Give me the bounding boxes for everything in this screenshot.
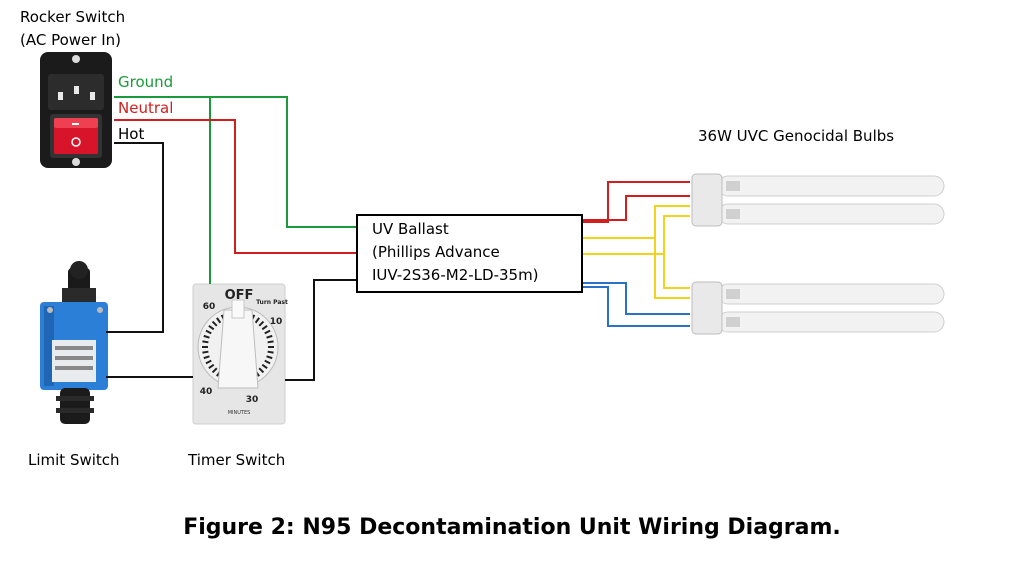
timer-tick [203,355,210,360]
timer-tick [264,329,271,335]
uv-ballast-box [356,214,583,293]
figure-caption: Figure 2: N95 Decontamination Unit Wirin… [183,515,841,540]
red-lead-2 [582,195,690,221]
timer-tick [202,350,209,354]
timer-off-label: OFF [225,288,254,303]
timer-tick [261,325,268,331]
limit-switch-label: Limit Switch [28,451,120,469]
timer-tick [211,367,218,374]
ballast-line-3: IUV-2S36-M2-LD-35m) [372,266,539,284]
hot-wire-timer-to-ballast [285,279,357,381]
wires [106,96,690,381]
neutral-wire [114,119,357,254]
timer-tick [208,325,215,331]
blue-lead-2 [582,286,690,327]
timer-switch: OFF 60 Turn Past 10 40 30 MINUTES [192,283,288,425]
yellow-lead-1 [582,205,690,239]
timer-tick [264,359,271,365]
uvc-bulb-top [691,173,945,227]
timer-40-label: 40 [200,387,213,397]
timer-30-label: 30 [246,395,259,405]
timer-tick [267,340,274,344]
rocker-switch-title: Rocker Switch [20,8,126,26]
ballast-label: UV Ballast (Phillips Advance IUV-2S36-M2… [372,218,539,287]
timer-tick [267,350,274,354]
blue-lead-1 [582,282,690,315]
red-lead-1 [582,181,690,223]
rocker-switch [40,52,112,168]
timer-10-label: 10 [270,317,283,327]
ground-label: Ground [118,73,174,91]
timer-tick [202,340,209,344]
timer-tick [208,363,215,369]
hot-wire [106,142,164,333]
timer-tick [216,317,222,324]
neutral-label: Neutral [118,99,174,117]
timer-tick [254,317,260,324]
ballast-line-1: UV Ballast [372,220,449,238]
timer-tick [211,320,218,327]
yellow-lead-4 [663,254,690,289]
uvc-bulb-bottom [691,281,945,335]
ballast-line-2: (Phillips Advance [372,243,500,261]
timer-switch-label: Timer Switch [188,451,286,469]
bulbs-label: 36W UVC Genocidal Bulbs [698,127,895,145]
timer-tick [258,320,265,327]
timer-turn-past-label: Turn Past [256,299,288,306]
limit-switch [40,261,108,424]
timer-tick [266,334,273,339]
yellow-lead-2 [654,238,690,299]
timer-tick [266,355,273,360]
ground-wire [114,96,357,228]
timer-tick [205,359,212,365]
timer-60-label: 60 [203,302,216,312]
hot-label: Hot [118,125,145,143]
timer-tick [261,363,268,369]
yellow-lead-3 [582,215,690,255]
timer-tick [258,367,265,374]
timer-minutes-label: MINUTES [228,410,251,416]
timer-tick [203,334,210,339]
rocker-switch-subtitle: (AC Power In) [20,31,121,49]
timer-tick [205,329,212,335]
